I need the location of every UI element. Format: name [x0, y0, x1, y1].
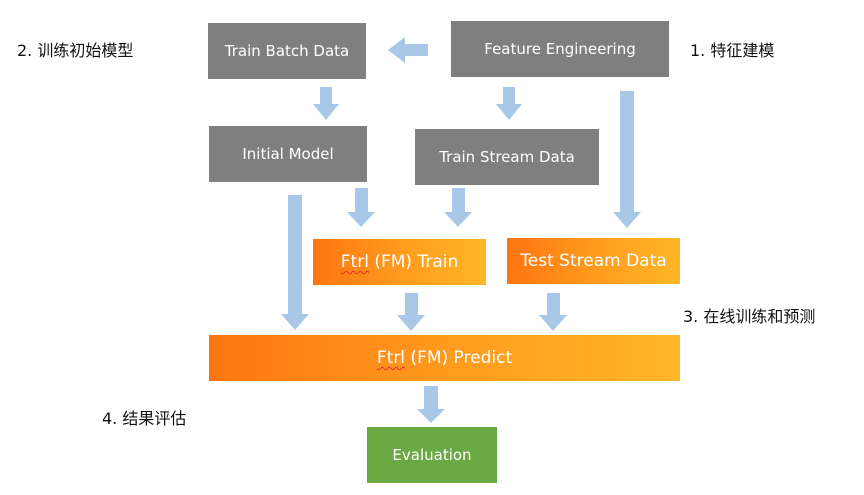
- initial-model-box: Initial Model: [209, 126, 367, 182]
- test-stream-data-box: Test Stream Data: [507, 238, 680, 284]
- train-batch-data-label: Train Batch Data: [224, 42, 350, 60]
- arrow-initial-to-train: [347, 188, 375, 227]
- train-stream-data-label: Train Stream Data: [439, 148, 575, 166]
- arrow-predict-to-eval: [417, 386, 445, 423]
- ftrl-predict-box: Ftrl (FM) Predict: [209, 335, 680, 381]
- arrow-batch-to-initial: [313, 87, 339, 120]
- arrow-fe-to-stream: [496, 87, 522, 120]
- arrow-fe-to-test: [613, 91, 641, 228]
- feature-engineering-box: Feature Engineering: [451, 21, 669, 77]
- ftrl-train-prefix: Ftrl: [340, 252, 369, 272]
- evaluation-box: Evaluation: [367, 427, 497, 483]
- step1-annotation: 1. 特征建模: [690, 41, 775, 60]
- arrow-test-to-predict: [539, 293, 567, 331]
- feature-engineering-label: Feature Engineering: [484, 40, 636, 58]
- arrow-stream-to-train: [444, 188, 472, 227]
- ftrl-train-box: Ftrl (FM) Train: [313, 239, 486, 285]
- step2-annotation: 2. 训练初始模型: [17, 41, 134, 60]
- step3-annotation: 3. 在线训练和预测: [683, 307, 816, 326]
- ftrl-train-label: Ftrl (FM) Train: [341, 252, 458, 272]
- arrow-train-to-predict: [397, 293, 425, 331]
- initial-model-label: Initial Model: [242, 145, 334, 163]
- ftrl-predict-suffix: (FM) Predict: [405, 348, 513, 368]
- ftrl-train-suffix: (FM) Train: [368, 252, 459, 272]
- evaluation-label: Evaluation: [392, 446, 472, 464]
- test-stream-data-label: Test Stream Data: [520, 251, 667, 271]
- ftrl-predict-label: Ftrl (FM) Predict: [377, 348, 512, 368]
- ftrl-predict-prefix: Ftrl: [376, 348, 406, 368]
- train-stream-data-box: Train Stream Data: [415, 129, 599, 185]
- train-batch-data-box: Train Batch Data: [208, 23, 366, 79]
- step4-annotation: 4. 结果评估: [102, 409, 187, 428]
- arrow-initial-to-predict: [281, 195, 309, 330]
- arrow-fe-to-batch: [388, 37, 428, 63]
